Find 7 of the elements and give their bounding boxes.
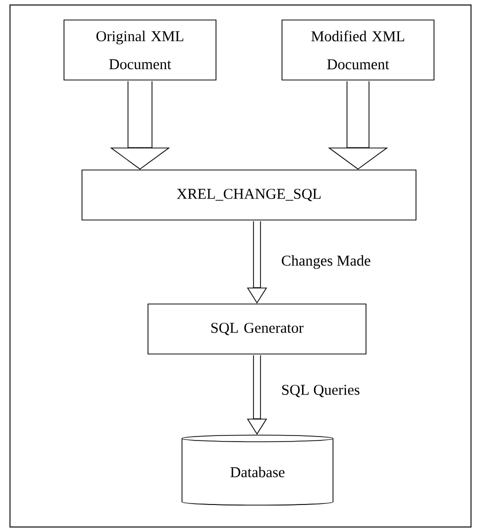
process-box: SQL Generator [148, 304, 366, 354]
edge-label: SQL Queries [282, 384, 360, 398]
process-box: XREL_CHANGE_SQL [82, 170, 416, 220]
edge-label: Changes Made [282, 255, 370, 269]
database-cylinder: Database [182, 434, 334, 506]
process-box: Modified XML Document [282, 20, 434, 80]
process-box: Original XML Document [64, 20, 216, 80]
